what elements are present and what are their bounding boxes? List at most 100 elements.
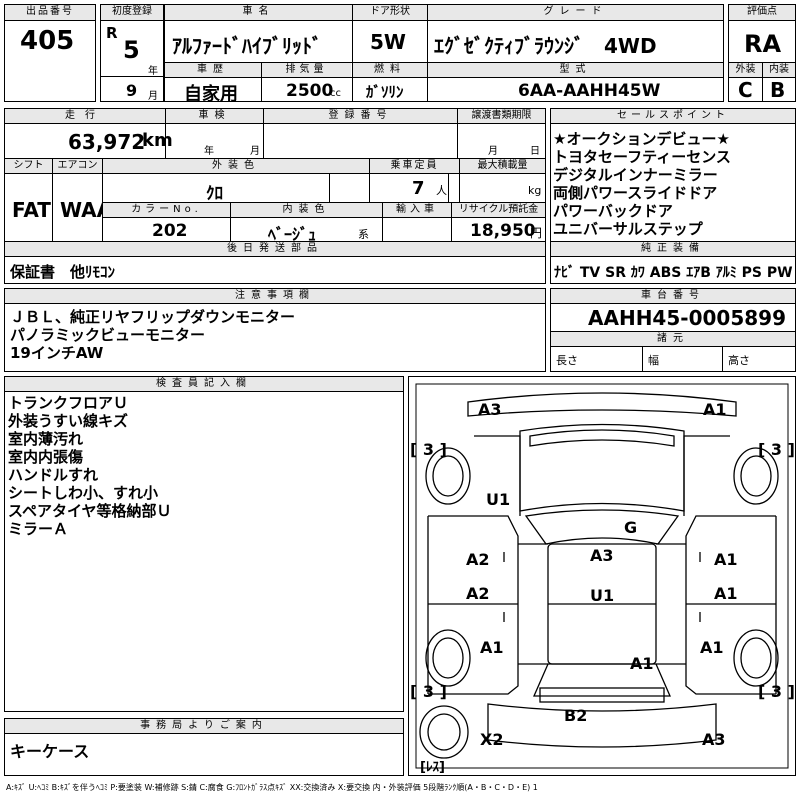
office-header: 事務局よりご案内 [5, 719, 403, 733]
spec-width-label: 幅 [648, 354, 659, 367]
transfer-doc-header: 譲渡書類期限 [458, 109, 545, 123]
office-panel [4, 718, 404, 776]
recycle-unit: 円 [530, 226, 543, 240]
displacement-header: 排気量 [262, 63, 351, 77]
lot-number-cell [4, 4, 96, 102]
diag-fr-door: A1 [714, 550, 738, 569]
first-registration-cell [100, 4, 164, 102]
diag-fl-door: A2 [466, 550, 490, 569]
sales-point: トヨタセーフティーセンス [553, 148, 731, 166]
color-number: 202 [152, 221, 188, 241]
inspection-year: 年 [204, 146, 214, 157]
sales-point: パワーバックドア [553, 202, 673, 220]
import-header: 輸入車 [383, 203, 451, 217]
notes-panel [4, 288, 546, 372]
sales-point: デジタルインナーミラー [553, 166, 718, 184]
grade-header: グレード [428, 5, 723, 20]
notes-header: 注意事項欄 [5, 289, 545, 303]
main-info-block [164, 4, 724, 102]
door-type: 5W [370, 30, 406, 54]
inspector-notes-list: トランクフロアＵ 外装うすい線キズ 室内薄汚れ 室内内張傷 ハンドルすれ シート… [8, 394, 398, 538]
first-reg-header: 初度登録 [101, 5, 163, 20]
mileage-unit: km [142, 130, 173, 151]
exterior-score: C [738, 78, 753, 102]
equipment-header: 純正装備 [551, 242, 795, 256]
displacement: 2500 [286, 81, 334, 101]
history-header: 車歴 [165, 63, 261, 77]
lot-number: 405 [20, 26, 75, 56]
post-send-parts: 保証書 他ﾘﾓｺﾝ [10, 263, 116, 281]
inspector-header: 検査員記入欄 [5, 377, 403, 391]
color-no-header: カラーNo. [103, 203, 230, 217]
spec-height-label: 高さ [728, 354, 750, 367]
post-send-header: 後日発送部品 [5, 242, 545, 256]
max-load-header: 最大積載量 [460, 159, 545, 173]
vehicle-history: 自家用 [184, 84, 238, 105]
shift-header: シフト [5, 159, 52, 173]
door-header: ドア形状 [353, 5, 427, 20]
first-reg-month: 9 [126, 81, 138, 100]
diag-rr-door: A1 [714, 584, 738, 603]
recycle-header: リサイクル預託金 [452, 203, 545, 217]
inspector-note: 室内内張傷 [8, 448, 84, 466]
diag-bracket-tr: [ 3 ] [758, 440, 795, 459]
standard-equipment: ﾅﾋﾞ TV SR ｶﾜ ABS ｴｱB ｱﾙﾐ PS PW [554, 265, 793, 281]
car-outline-diagram [415, 383, 789, 769]
inspector-note: 室内薄汚れ [8, 430, 84, 448]
first-reg-era: R [106, 24, 118, 42]
diag-rear-left: X2 [480, 730, 504, 749]
diag-rear-roof: A1 [630, 654, 654, 673]
capacity-header: 乗車定員 [370, 159, 459, 173]
sales-points-header: セールスポイント [551, 109, 795, 123]
inspector-note: トランクフロアＵ [8, 394, 129, 412]
displacement-unit: cc [330, 88, 341, 99]
diag-rear-bumper: B2 [564, 706, 588, 725]
legend: A:ｷｽﾞ U:ﾍｺﾐ B:ｷｽﾞを伴うﾍｺﾐ P:要塗装 W:補修跡 S:錆 … [6, 783, 538, 792]
first-reg-year: 5 [123, 36, 140, 64]
shift-type: FAT [12, 198, 51, 222]
diag-bracket-tl: [ 3 ] [410, 440, 447, 459]
sales-point: 両側パワースライドドア [553, 184, 718, 202]
diag-rr-fender: A1 [700, 638, 724, 657]
diag-roof-rear: U1 [590, 586, 615, 605]
diag-bracket-bl: [ 3 ] [410, 682, 447, 701]
inspector-note: シートしわ小、すれ小 [8, 484, 159, 502]
chassis-number: AAHH45-0005899 [588, 306, 786, 330]
max-load-unit: kg [528, 184, 542, 197]
inspector-note: ミラーＡ [8, 520, 69, 538]
ext-color-header: 外装色 [103, 159, 369, 173]
sales-points-panel [550, 108, 796, 284]
fuel-header: 燃料 [353, 63, 427, 77]
inspector-note: ハンドルすれ [8, 466, 99, 484]
sales-point: ユニバーサルステップ [553, 220, 703, 238]
car-name-header: 車名 [165, 5, 352, 20]
transfer-month: 月 [488, 146, 498, 157]
inspector-panel [4, 376, 404, 712]
diag-roof-front: A3 [590, 546, 614, 565]
inspection-header: 車検 [166, 109, 263, 123]
lot-number-header: 出品番号 [5, 5, 95, 20]
diag-rl-door: A2 [466, 584, 490, 603]
interior-color: ﾍﾞｰｼﾞｭ [268, 225, 317, 244]
car-name: ｱﾙﾌｧｰﾄﾞﾊｲﾌﾞﾘｯﾄﾞ [172, 34, 322, 58]
mileage-header: 走行 [5, 109, 165, 123]
inspection-month: 月 [250, 146, 260, 157]
model-code-header: 型式 [428, 63, 723, 77]
diag-hood: U1 [486, 490, 511, 509]
diag-windshield: G [624, 518, 638, 537]
spec-length-label: 長さ [556, 354, 578, 367]
first-reg-year-unit: 年 [148, 66, 158, 77]
sales-points-list: ★オークションデビュー★ トヨタセーフティーセンス デジタルインナーミラー 両側… [553, 130, 793, 238]
int-color-header: 内装色 [231, 203, 382, 217]
diag-front-right: A1 [703, 400, 727, 419]
diag-spare: [ﾚｽ] [420, 760, 445, 775]
note-line: 19インチAW [10, 344, 104, 362]
damage-diagram-panel [408, 376, 796, 776]
exterior-color: ｸﾛ [206, 184, 223, 204]
chassis-panel [550, 288, 796, 372]
grade: ｴｸﾞｾﾞｸﾃｨﾌﾞﾗｳﾝｼﾞ 4WD [434, 34, 657, 58]
capacity: 7 [412, 178, 425, 199]
note-line: ＪＢＬ、純正リヤフリップダウンモニター [10, 308, 296, 326]
office-note: キーケース [10, 742, 90, 761]
inspector-note: 外装うすい線キズ [8, 412, 129, 430]
